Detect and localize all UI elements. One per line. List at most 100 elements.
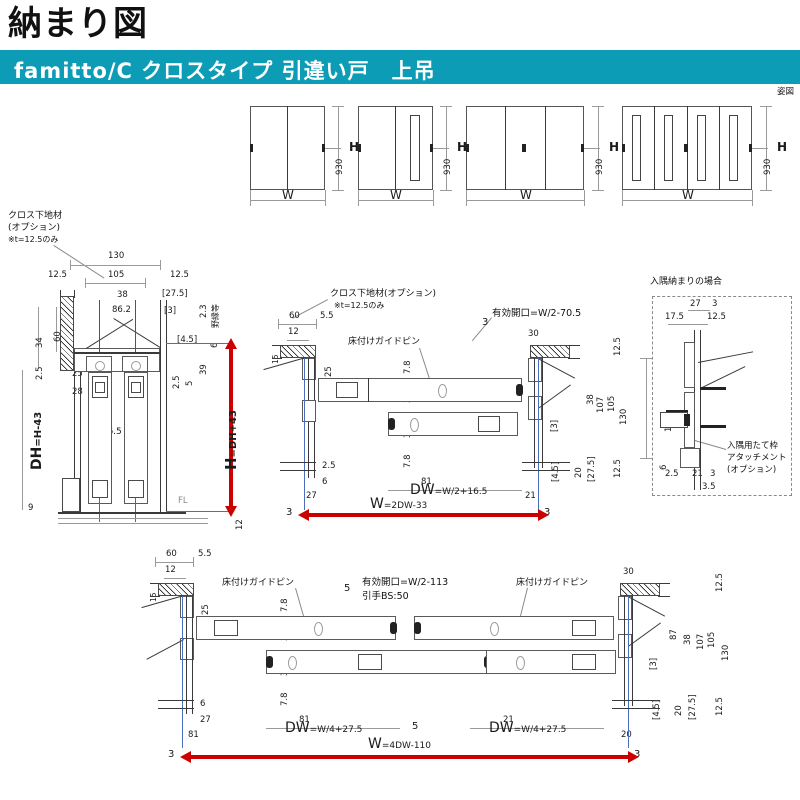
elev4-w-label: W — [682, 188, 694, 202]
hs4-w-red-line — [190, 755, 628, 759]
vs-dim-9: 9 — [28, 503, 34, 513]
vs-h-red-line — [229, 348, 233, 508]
cd-frame — [652, 296, 792, 496]
hs2-dim-12: 12 — [288, 327, 299, 337]
vs-h-arrow-up — [225, 338, 237, 349]
cd-block — [680, 448, 700, 468]
hs2-dim-6: 6 — [322, 477, 328, 487]
hs4-handle-2 — [266, 656, 273, 668]
vs-note-3: ※t=12.5のみ — [8, 235, 59, 244]
hs4-dim-7-8: 7.8 — [280, 598, 290, 612]
hs4-w-label: W=4DW-110 — [368, 737, 431, 751]
hs2-dim-130: 130 — [619, 408, 629, 425]
hs4-dim-15: 15 — [149, 592, 158, 602]
cd-part-note-2: アタッチメント — [727, 453, 787, 463]
hs2-dw-text: DW — [410, 482, 435, 498]
elev3-handle-mid — [522, 144, 526, 152]
hs2-guide-pin-note: 床付けガイドピン — [348, 337, 421, 347]
vs-guide-left — [92, 480, 108, 498]
hs2-cross-note2: ※t=12.5のみ — [334, 301, 385, 310]
hs4-frame-right-low — [618, 634, 632, 658]
hs4-dim-81-right: 21 — [503, 715, 514, 725]
vs-dim-39: 39 — [199, 364, 209, 375]
hs4-handle-1 — [390, 622, 397, 634]
hs4-dim-38: 38 — [683, 634, 693, 645]
vs-dim-12-5-r: 12.5 — [170, 270, 189, 280]
hs2-opening-note: 有効開口=W/2-70.5 — [492, 308, 582, 319]
elev3-joint1 — [505, 106, 506, 190]
hs4-dim-81-left: 81 — [299, 715, 310, 725]
hs2-w-arrow-left — [298, 509, 309, 521]
hs4-blue-right — [628, 596, 629, 748]
hs4-dw-right: DW=W/4+27.5 — [489, 721, 566, 735]
hs2-dim-12-5b: 12.5 — [613, 459, 623, 478]
vs-dim-27-5: [27.5] — [162, 289, 188, 299]
vs-guide-right — [128, 480, 144, 498]
hs4-guidepin-1 — [314, 622, 323, 636]
hs4-guide-pin-right: 床付けガイドピン — [516, 578, 589, 588]
vs-h-arrow-down — [225, 506, 237, 517]
hs2-leaf-a-stile — [336, 382, 358, 398]
vs-dim-5r: 5 — [185, 380, 195, 386]
hs4-leaf-4 — [486, 650, 616, 674]
hs4-blue-left — [182, 596, 183, 748]
hs4-leaf-3-stile — [572, 620, 596, 636]
hs4-dw-left: DW=W/4+27.5 — [285, 721, 362, 735]
hs4-jamb-left — [158, 583, 194, 596]
elev4-handle-right — [749, 144, 752, 152]
hs2-blue-left — [304, 358, 305, 510]
vs-dim-86-2: 86.2 — [112, 305, 131, 315]
hs2-w-arrow-right — [538, 509, 549, 521]
hs4-frame-right — [618, 596, 632, 620]
hs4-dim-30: 30 — [623, 567, 634, 577]
hs4-leaf-2-stile — [358, 654, 382, 670]
vs-fl-label: FL — [178, 496, 188, 506]
vs-ceiling-line — [166, 343, 232, 344]
hs4-dim-6: 27 — [200, 715, 211, 725]
vs-h-formula: =DH+43 — [228, 410, 239, 458]
hs4-guidepin-3 — [490, 622, 499, 636]
vs-dim-4-5: [4.5] — [177, 335, 198, 345]
hs4-dim-27: 81 — [188, 730, 199, 740]
hs2-dim-105: 105 — [607, 395, 617, 412]
hs4-dim-3: [3] — [649, 657, 659, 670]
hs2-dim-21: 21 — [525, 491, 536, 501]
elev3-930: 930 — [595, 158, 605, 175]
vs-dim-3: [3] — [164, 306, 177, 316]
hs2-frame-right-low — [528, 396, 542, 420]
hs2-guidepin-a — [438, 384, 447, 398]
cd-stile — [684, 342, 695, 388]
hs2-guidepin-b — [410, 418, 419, 432]
hs4-guidepin-2 — [288, 656, 297, 670]
elev1-joint — [287, 106, 288, 190]
hs2-edge-left: 3 — [286, 507, 293, 518]
elev4-lite-1 — [632, 115, 641, 181]
hs2-dw-formula: =W/2+16.5 — [434, 487, 488, 497]
hs4-w-formula: =4DW-110 — [381, 741, 432, 751]
hs2-w-text: W — [370, 496, 384, 512]
cd-dim-2-5: 2.5 — [665, 469, 679, 479]
hs4-dim-130: 130 — [721, 644, 731, 661]
hs4-frame-left-low — [180, 638, 194, 660]
hs4-w-text: W — [368, 736, 382, 752]
elev3-handle-right — [581, 144, 584, 152]
elev2-handle-left — [358, 144, 361, 152]
hs2-dim-25: 25 — [324, 366, 334, 377]
elevation-label: 姿図 — [776, 87, 794, 97]
elev1-930: 930 — [335, 158, 345, 175]
hs2-dim-3b: [3] — [550, 419, 560, 432]
hs2-dim-7-8b: 7.8 — [403, 454, 413, 468]
elev2-w-label: W — [390, 188, 402, 202]
hs2-leaf-b-stile — [478, 416, 500, 432]
cd-title: 入隅納まりの場合 — [650, 277, 723, 287]
hs2-dim-3: 3 — [482, 317, 489, 328]
vs-ceiling-note: 野縁等 — [211, 304, 220, 328]
elev1-w-dimline — [250, 200, 325, 201]
hs4-frame-left — [180, 596, 194, 618]
hs4-dim-25: 25 — [201, 604, 211, 615]
hs2-w-formula: =2DW-33 — [383, 501, 428, 511]
vs-dh-text: DH — [29, 446, 45, 470]
hs4-opening-note: 有効開口=W/2-113 — [362, 577, 449, 588]
vs-dim-28: 28 — [72, 387, 83, 397]
hs4-leaf-4-stile — [572, 654, 596, 670]
